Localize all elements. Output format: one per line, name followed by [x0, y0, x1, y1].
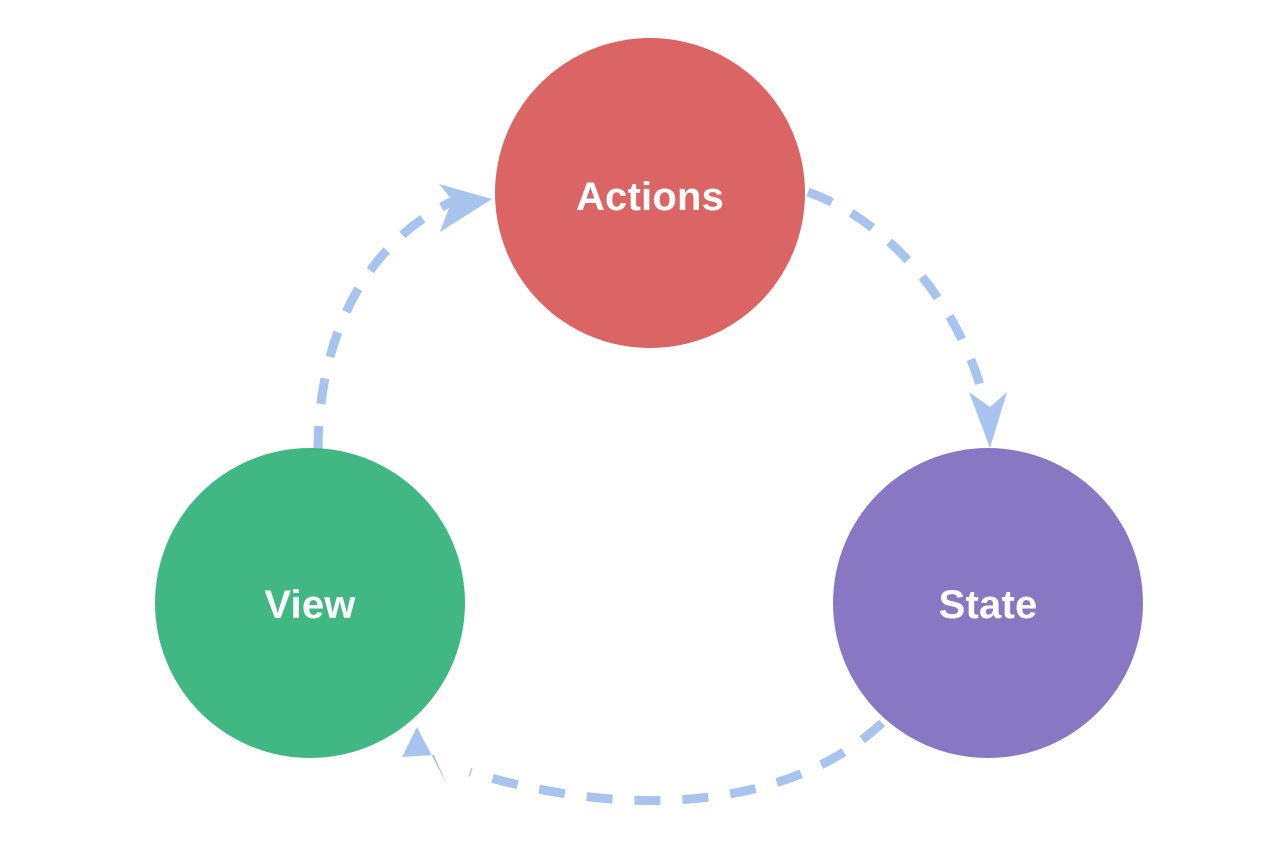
- edge-group: [313, 184, 1007, 806]
- node-view-label: View: [264, 583, 356, 627]
- node-actions[interactable]: Actions: [495, 38, 805, 348]
- edge-actions-to-state-arrowhead: [969, 392, 1007, 448]
- edge-view-to-actions-line: [313, 195, 457, 453]
- node-actions-circle[interactable]: [495, 38, 805, 348]
- node-state[interactable]: State: [833, 448, 1143, 758]
- node-view[interactable]: View: [155, 448, 465, 758]
- edge-actions-to-state-line: [806, 187, 989, 402]
- edge-state-to-view-line: [468, 719, 886, 806]
- edge-actions-to-state: [806, 187, 1007, 448]
- node-actions-label: Actions: [576, 175, 724, 219]
- node-state-circle[interactable]: [833, 448, 1143, 758]
- edge-state-to-view: [402, 719, 886, 806]
- node-group: Actions View State: [155, 38, 1143, 758]
- node-state-label: State: [939, 583, 1038, 627]
- edge-state-to-view-arrowhead: [402, 727, 447, 785]
- edge-view-to-actions-arrowhead: [439, 184, 492, 232]
- node-view-circle[interactable]: [155, 448, 465, 758]
- edge-view-to-actions: [313, 184, 492, 453]
